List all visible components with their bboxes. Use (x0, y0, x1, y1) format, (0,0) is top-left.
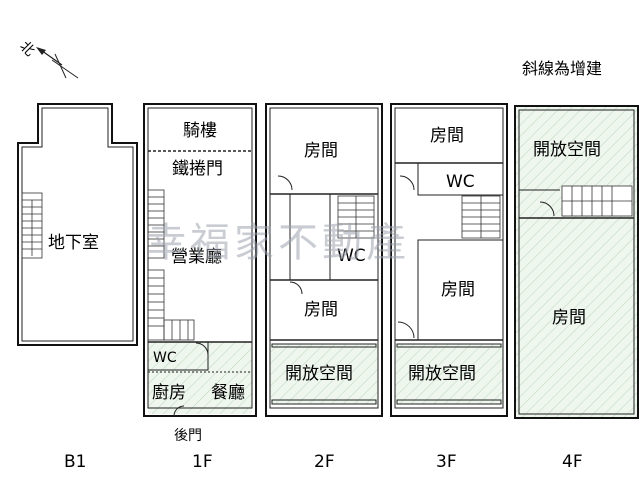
floor-2f: 房間 WC 房間 開放空間 (265, 103, 383, 417)
floor-4f: 開放空間 房間 (514, 105, 639, 419)
room-arcade: 騎樓 (183, 121, 217, 141)
floor-label-1f: 1F (192, 452, 213, 472)
floor-b1: 地下室 (17, 103, 138, 346)
room-kitchen: 廚房 (152, 382, 186, 403)
room-4f-open: 開放空間 (533, 140, 601, 160)
floor-label-3f: 3F (436, 452, 457, 472)
north-arrow-icon (36, 47, 79, 79)
room-wc-3f: WC (446, 172, 475, 192)
floor-label-2f: 2F (314, 452, 335, 472)
room-business-hall: 營業廳 (171, 247, 222, 267)
room-shutter-door: 鐵捲門 (172, 159, 223, 179)
floor-3f: 房間 WC 房間 開放空間 (390, 103, 508, 417)
floor-1f: 騎樓 鐵捲門 營業廳 WC 廚房 餐廳 後門 (143, 103, 257, 444)
floor-label-4f: 4F (562, 452, 583, 472)
back-door-label: 後門 (174, 428, 202, 444)
room-4f-room: 房間 (552, 308, 586, 328)
room-3f-front: 房間 (430, 126, 464, 146)
room-2f-front: 房間 (304, 141, 338, 161)
floor-label-b1: B1 (64, 452, 86, 472)
room-basement: 地下室 (48, 233, 99, 253)
room-wc-1f: WC (153, 350, 177, 366)
room-wc-2f: WC (337, 246, 366, 266)
room-2f-back: 房間 (304, 300, 338, 320)
room-3f-open: 開放空間 (408, 364, 476, 384)
room-dining: 餐廳 (211, 383, 245, 403)
legend-text: 斜線為增建 (522, 59, 602, 78)
watermark: 幸福家不動產 (146, 220, 410, 266)
room-2f-open: 開放空間 (285, 364, 353, 384)
north-label: 北 (16, 38, 37, 59)
room-3f-back: 房間 (441, 280, 475, 300)
